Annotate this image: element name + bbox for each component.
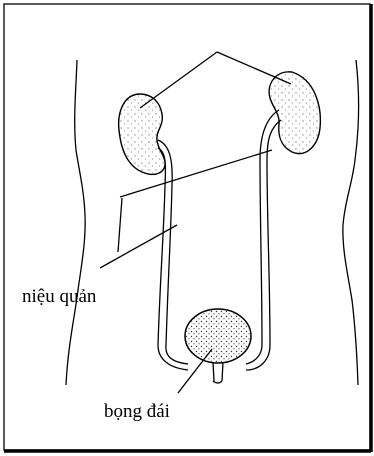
figure-frame (4, 4, 371, 452)
bladder-label: bọng đái (104, 402, 170, 421)
ureter-label: niệu quản (22, 287, 96, 306)
body-outline-right (343, 60, 359, 385)
urethra (213, 362, 223, 383)
body-outline-left (66, 60, 85, 385)
left-ureter (158, 140, 188, 370)
ureter-leader-lines (100, 150, 272, 268)
kidney-leader-lines (140, 52, 291, 108)
